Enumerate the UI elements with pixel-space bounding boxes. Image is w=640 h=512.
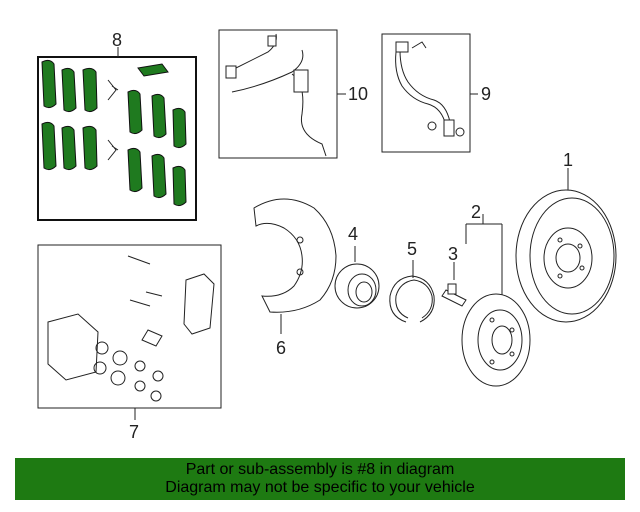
part-6-splash-shield[interactable] (253, 198, 337, 334)
callout-3: 3 (448, 244, 458, 264)
part-1-brake-rotor[interactable] (515, 168, 617, 323)
callout-9: 9 (481, 84, 491, 104)
callout-6: 6 (276, 338, 286, 358)
part-7-caliper-assembly[interactable] (37, 244, 222, 420)
part-10-speed-sensor[interactable] (218, 29, 346, 159)
part-3-wheel-stud[interactable] (441, 262, 467, 307)
callout-10: 10 (348, 84, 368, 104)
part-2-hub[interactable] (461, 293, 531, 387)
callout-7: 7 (129, 422, 139, 442)
banner-line-2: Diagram may not be specific to your vehi… (165, 479, 475, 496)
callout-4: 4 (348, 224, 358, 244)
part-4-wheel-bearing[interactable] (334, 246, 380, 309)
callout-1: 1 (563, 150, 573, 170)
callout-2: 2 (471, 202, 481, 222)
banner-line-1: Part or sub-assembly is #8 in diagram (185, 461, 455, 478)
callout-8: 8 (112, 30, 122, 50)
callout-5: 5 (407, 239, 417, 259)
part-9-brake-hose[interactable] (381, 33, 478, 153)
info-banner: Part or sub-assembly is #8 in diagram Di… (15, 458, 625, 500)
part-8-brake-pads[interactable] (37, 47, 197, 221)
part-5-snap-ring[interactable] (389, 260, 435, 323)
